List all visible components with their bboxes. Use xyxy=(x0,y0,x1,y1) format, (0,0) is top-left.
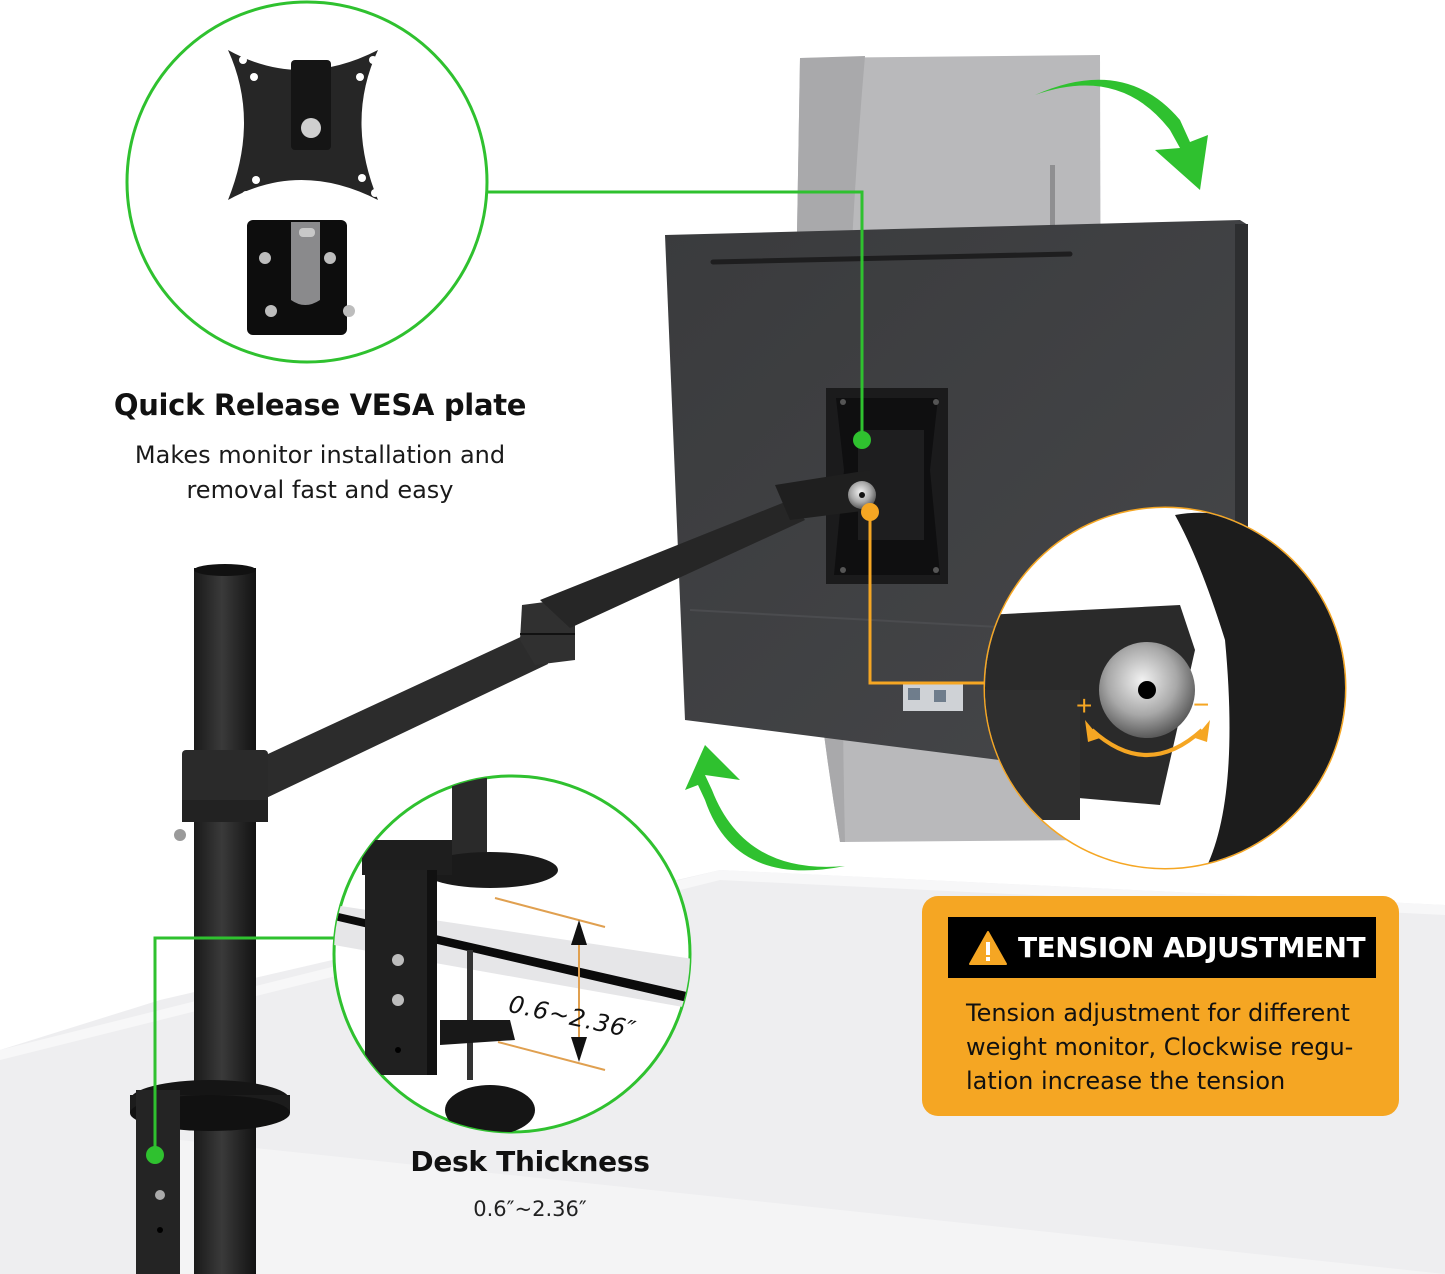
tension-adjustment-card: TENSION ADJUSTMENT Tension adjustment fo… xyxy=(922,896,1399,1116)
vesa-description-line-1: Makes monitor installation and xyxy=(134,441,506,469)
rotate-arrow-top-icon xyxy=(1035,79,1208,190)
monitor-arm xyxy=(255,470,876,800)
tension-card-title: TENSION ADJUSTMENT xyxy=(1018,931,1366,964)
tension-knob-detail-circle: + − xyxy=(983,506,1347,870)
vesa-plate-detail-circle xyxy=(125,0,489,364)
warning-triangle-icon xyxy=(969,930,1007,965)
vesa-callout-title: Quick Release VESA plate xyxy=(113,388,527,422)
rotate-arrow-bottom-icon xyxy=(685,745,845,871)
vesa-callout-description: Makes monitor installation and removal f… xyxy=(100,438,540,508)
tension-description-line-3: lation increase the tension xyxy=(966,1067,1286,1095)
tension-card-description: Tension adjustment for different weight … xyxy=(966,996,1376,1098)
tension-description-line-2: weight monitor, Clockwise regu- xyxy=(966,1033,1354,1061)
tension-plus-symbol: + xyxy=(1076,690,1092,721)
tension-minus-symbol: − xyxy=(1193,689,1209,720)
vesa-marker-dot xyxy=(853,431,871,449)
tension-marker-dot xyxy=(861,503,879,521)
tension-description-line-1: Tension adjustment for different xyxy=(966,999,1350,1027)
desk-connector-line xyxy=(153,936,334,1155)
tension-connector-line xyxy=(868,512,985,685)
vesa-connector-line xyxy=(487,190,864,440)
desk-callout-title: Desk Thickness xyxy=(410,1145,650,1178)
desk-callout-range: 0.6″~2.36″ xyxy=(473,1197,587,1221)
desk-clamp-detail-circle xyxy=(332,774,692,1134)
vesa-description-line-2: removal fast and easy xyxy=(186,476,454,504)
desk-marker-dot xyxy=(146,1146,164,1164)
pole xyxy=(130,564,290,1274)
tension-card-header: TENSION ADJUSTMENT xyxy=(948,917,1376,978)
